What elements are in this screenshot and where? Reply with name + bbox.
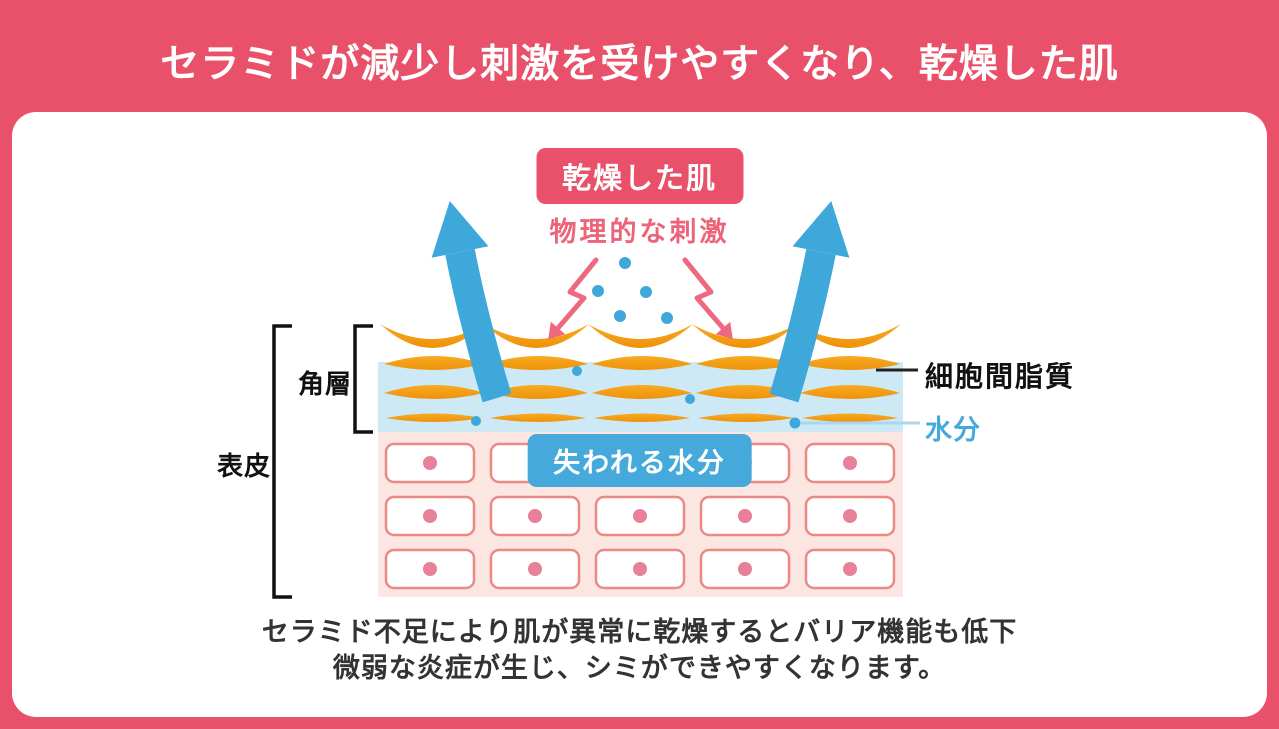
epidermis-bracket [272, 324, 292, 599]
stratum-corneum-bracket [353, 324, 373, 434]
moisture-dots [471, 257, 801, 429]
stimulus-arrow-right [682, 257, 733, 340]
skin-cell [594, 495, 686, 537]
arrow-down-icon [548, 321, 566, 340]
epidermis-label: 表皮 [217, 451, 272, 481]
skin-cell [699, 548, 791, 590]
caption-line-1: セラミド不足により肌が異常に乾燥するとバリア機能も低下 [261, 617, 1018, 647]
lost-moisture-badge: 失われる水分 [527, 434, 752, 487]
moisture-label: 水分 [925, 415, 981, 445]
arrow-up-icon [792, 201, 850, 258]
caption-line-2: 微弱な炎症が生じ、シミができやすくなります。 [332, 653, 947, 683]
diagram-panel: 乾燥した肌 物理的な刺激 失われる水分 角層 表皮 細胞間脂質 水分 セラミド不… [12, 112, 1267, 717]
skin-cell [699, 495, 791, 537]
skin-cell [594, 548, 686, 590]
lipid-flake [484, 324, 589, 348]
skin-cell [804, 548, 896, 590]
skin-cell [804, 442, 896, 484]
lipid-flake [692, 324, 797, 348]
intercellular-lipids-label: 細胞間脂質 [925, 361, 1076, 392]
lipid-flake [588, 324, 693, 348]
skin-cell [384, 495, 476, 537]
skin-cell [804, 495, 896, 537]
stratum-corneum-label: 角層 [298, 369, 353, 399]
moisture-escape-arrow-left [431, 201, 512, 403]
caption: セラミド不足により肌が異常に乾燥するとバリア機能も低下 微弱な炎症が生じ、シミが… [12, 614, 1267, 686]
physical-stimulus-label: 物理的な刺激 [549, 217, 730, 247]
skin-cell [489, 548, 581, 590]
skin-cell [489, 495, 581, 537]
arrow-down-icon [715, 321, 733, 340]
stimulus-arrow-left [548, 257, 599, 340]
page-title: セラミドが減少し刺激を受けやすくなり、乾燥した肌 [160, 43, 1119, 86]
skin-cell [384, 442, 476, 484]
skin-cell [384, 548, 476, 590]
moisture-escape-arrow-right [769, 201, 850, 403]
arrow-up-icon [431, 201, 489, 258]
header-banner: セラミドが減少し刺激を受けやすくなり、乾燥した肌 [0, 0, 1279, 112]
dry-skin-badge: 乾燥した肌 [535, 148, 744, 204]
